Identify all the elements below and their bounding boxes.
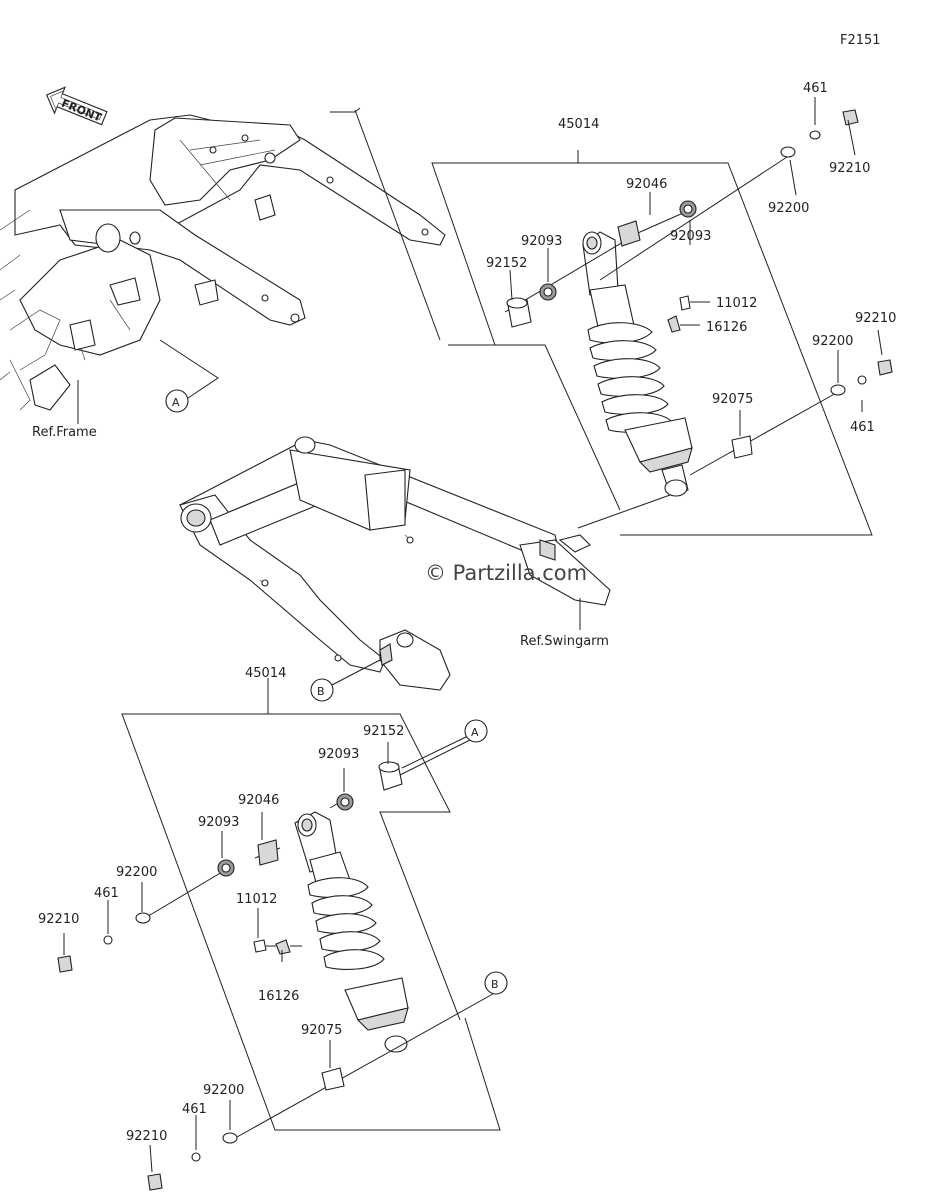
ref-frame-label: Ref.Frame (32, 425, 97, 440)
lower-spring (307, 877, 385, 970)
upper-washer-top-label: 92200 (768, 201, 809, 216)
upper-valve-label: 16126 (706, 320, 747, 335)
upper-nut-top-label: 92210 (829, 161, 870, 176)
lower-bearing-label: 92046 (238, 793, 279, 808)
lower-nut-lower-label: 92210 (126, 1129, 167, 1144)
callout-b-swingarm (310, 678, 334, 702)
upper-washer-mid-label: 92200 (812, 334, 853, 349)
lower-washer-upper-label: 92200 (116, 865, 157, 880)
lower-assembly-label: 45014 (245, 666, 286, 681)
svg-text:A: A (172, 396, 180, 409)
upper-bushing-label: 92075 (712, 392, 753, 407)
lower-seal-left-label: 92093 (198, 815, 239, 830)
ref-swingarm-label: Ref.Swingarm (520, 634, 609, 649)
upper-cap-label: 11012 (716, 296, 757, 311)
svg-text:B: B (491, 978, 499, 991)
svg-text:A: A (471, 726, 479, 739)
lower-bushing-label: 92075 (301, 1023, 342, 1038)
upper-seal-left-label: 92093 (521, 234, 562, 249)
callout-b-lower (484, 971, 508, 995)
lower-seal-top-label: 92093 (318, 747, 359, 762)
lower-nut-upper-label: 92210 (38, 912, 79, 927)
upper-shock-group: 45014 461 92210 92200 92046 92093 92093 … (330, 81, 896, 536)
callout-a-lower (464, 719, 488, 743)
upper-spring (587, 322, 673, 433)
upper-washer-small-top-label: 461 (803, 81, 828, 96)
lower-washer-small-lower-label: 461 (182, 1102, 207, 1117)
lower-cap-label: 11012 (236, 892, 277, 907)
watermark: © Partzilla.com (425, 561, 587, 585)
lower-collar-label: 92152 (363, 724, 404, 739)
lower-valve-label: 16126 (258, 989, 299, 1004)
upper-nut-mid-label: 92210 (855, 311, 896, 326)
front-label: FRONT (60, 97, 104, 125)
swingarm-drawing (178, 436, 611, 691)
frame-drawing (0, 114, 446, 411)
lower-washer-small-upper-label: 461 (94, 886, 119, 901)
svg-text:B: B (317, 685, 325, 698)
upper-bearing-label: 92046 (626, 177, 667, 192)
lower-washer-lower-label: 92200 (203, 1083, 244, 1098)
upper-seal-right-label: 92093 (670, 229, 711, 244)
upper-assembly-label: 45014 (558, 117, 599, 132)
upper-collar-label: 92152 (486, 256, 527, 271)
figure-code: F2151 (840, 33, 881, 48)
upper-washer-small-mid-label: 461 (850, 420, 875, 435)
lower-shock-group: A B 45014 92152 92093 92046 92093 92200 … (38, 666, 508, 1191)
callout-a-frame (165, 389, 189, 413)
front-arrow-icon: FRONT (46, 86, 108, 126)
